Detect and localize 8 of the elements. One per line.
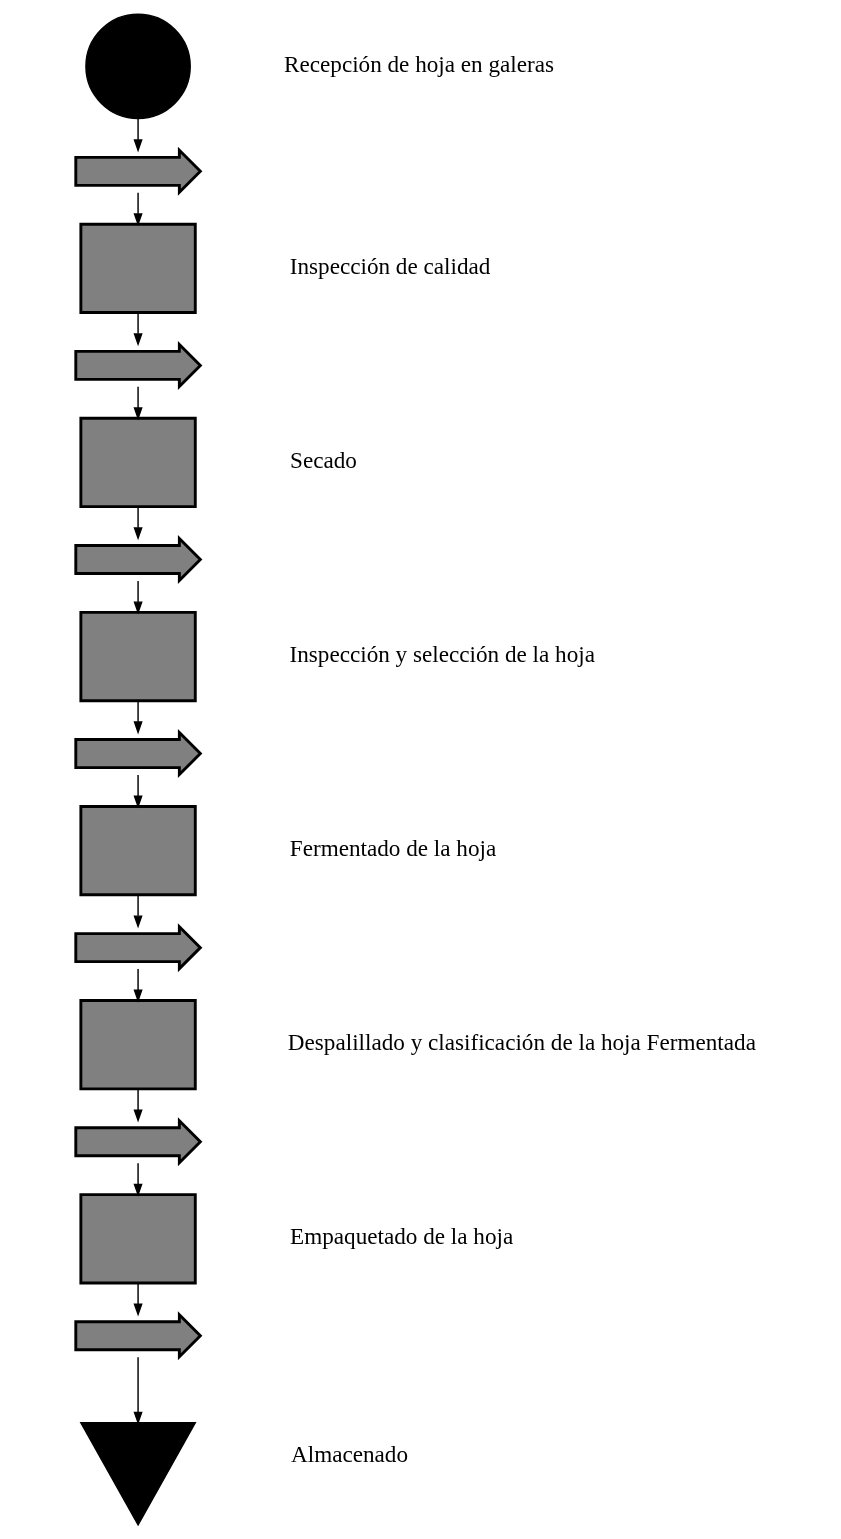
node-label: Inspección y selección de la hoja	[289, 641, 595, 668]
node-label: Almacenado	[291, 1441, 409, 1468]
node-label: Inspección de calidad	[289, 252, 491, 279]
node-label: Despalillado y clasificación de la hoja Fermentada	[287, 1029, 756, 1056]
node-label: Recepción de hoja en galeras	[284, 50, 555, 77]
node-label: Fermentado de la hoja	[289, 835, 497, 862]
node-label: Secado	[290, 446, 357, 473]
node-label: Empaquetado de la hoja	[290, 1223, 514, 1250]
